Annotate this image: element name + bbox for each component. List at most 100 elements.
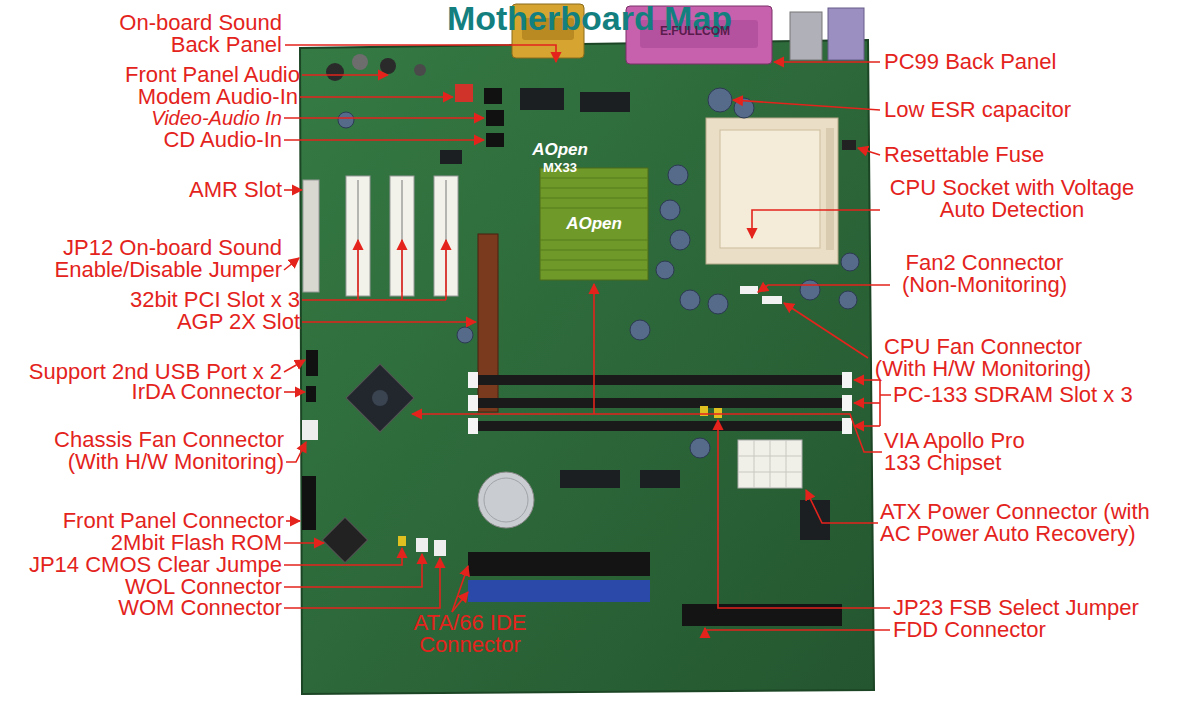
connector-grid — [738, 440, 802, 488]
leader-bracket — [880, 380, 891, 426]
dimm-clip — [468, 372, 478, 388]
board-print: AOpen — [520, 140, 600, 160]
part-label: JP14 CMOS Clear Jumpe — [2, 554, 282, 576]
cpu-socket — [706, 118, 838, 264]
leader-line — [286, 520, 300, 522]
part-label: WOM Connector — [2, 597, 282, 619]
leader-line — [593, 284, 595, 414]
capacitor — [457, 327, 473, 343]
capacitor — [656, 261, 674, 279]
ide-connector — [468, 580, 650, 602]
leader-line — [854, 425, 880, 427]
modem-audio-connector — [455, 84, 473, 102]
part-label: Modem Audio-In — [18, 86, 298, 108]
ic-chip — [640, 470, 680, 488]
capacitor — [680, 290, 700, 310]
leader-line — [854, 402, 880, 404]
atx-power-connector — [738, 440, 802, 488]
chassis-fan-connector — [302, 420, 318, 440]
leader-line — [286, 442, 306, 462]
part-label: Fan2 Connector (Non-Monitoring) — [892, 252, 1077, 296]
leader-line — [284, 139, 484, 141]
part-label: ATA/66 IDE Connector — [400, 612, 540, 656]
leader-line — [412, 414, 882, 452]
part-label: JP23 FSB Select Jumper — [893, 597, 1173, 619]
wol-connector — [416, 538, 428, 552]
dimm-slot — [478, 375, 842, 385]
leader-line — [452, 566, 468, 612]
front-panel-header — [302, 476, 316, 530]
ic-chip — [560, 470, 620, 488]
pcb-board — [300, 40, 874, 694]
part-label: Low ESR capacitor — [884, 99, 1174, 121]
part-label: JP12 On-board Sound Enable/Disable Jumpe… — [47, 237, 282, 281]
part-label: On-board Sound Back Panel — [97, 12, 282, 56]
leader-line — [758, 285, 890, 292]
ic-chip — [580, 92, 630, 112]
dimm-clip — [468, 418, 478, 434]
leader-line — [401, 240, 403, 300]
jumper — [398, 536, 406, 546]
chip-logo — [372, 390, 388, 406]
board-print: MX33 — [520, 160, 600, 176]
ide-connector — [468, 552, 650, 576]
leader-line — [284, 548, 402, 565]
capacitor — [839, 291, 857, 309]
cpu-socket-grid — [720, 130, 820, 248]
leader-line — [858, 148, 880, 155]
leader-line — [752, 210, 880, 238]
leader-line — [302, 321, 476, 323]
audio-connector — [484, 88, 502, 104]
dimm-clip — [842, 418, 852, 434]
capacitor — [630, 320, 650, 340]
part-label: 32bit PCI Slot x 3 — [20, 289, 300, 311]
dimm-clip — [842, 395, 852, 411]
heatsink-fins — [540, 178, 648, 270]
wom-connector — [434, 540, 446, 556]
leader-line — [284, 258, 299, 270]
leader-line — [784, 303, 868, 358]
part-label: Chassis Fan Connector (With H/W Monitori… — [44, 429, 284, 473]
part-label: FDD Connector — [893, 619, 1173, 641]
capacitor — [670, 230, 690, 250]
part-label: PC-133 SDRAM Slot x 3 — [893, 384, 1173, 406]
part-label: PC99 Back Panel — [884, 51, 1174, 73]
capacitor — [414, 64, 426, 76]
capacitor — [800, 280, 820, 300]
leader-line — [285, 45, 556, 62]
part-label: AMR Slot — [2, 179, 282, 201]
leader-line — [302, 74, 388, 76]
dimm-slot — [478, 421, 842, 431]
cpu-fan-connector — [762, 296, 782, 304]
usb-header — [306, 350, 318, 376]
leader-line — [302, 299, 446, 301]
part-label: CPU Fan Connector (With H/W Monitoring) — [868, 336, 1098, 380]
audio-jack — [352, 54, 368, 70]
irda-header — [306, 386, 316, 402]
audio-jack — [326, 63, 344, 81]
ic-chip — [440, 150, 462, 164]
part-label: Front Panel Connector — [4, 510, 284, 532]
part-label: WOL Connector — [2, 576, 282, 598]
ic-chip — [520, 88, 564, 110]
usb-port — [790, 12, 822, 60]
audio-connector — [486, 110, 504, 126]
leader-line — [284, 554, 422, 587]
part-label: CD Audio-In — [2, 129, 282, 151]
part-label: Video-Audio In — [2, 107, 282, 129]
southbridge-chip — [346, 364, 414, 432]
capacitor — [708, 88, 732, 112]
leader-line — [774, 61, 880, 63]
leader-line — [300, 96, 453, 98]
leader-line — [284, 558, 440, 608]
dimm-slot — [478, 398, 842, 408]
part-label: Support 2nd USB Port x 2 — [2, 361, 282, 383]
battery-rim — [484, 478, 528, 522]
cmos-battery — [478, 472, 534, 528]
leader-line — [452, 592, 468, 612]
socket-lever — [826, 128, 834, 250]
leader-line — [284, 542, 324, 544]
capacitor — [338, 112, 354, 128]
capacitor — [841, 253, 859, 271]
